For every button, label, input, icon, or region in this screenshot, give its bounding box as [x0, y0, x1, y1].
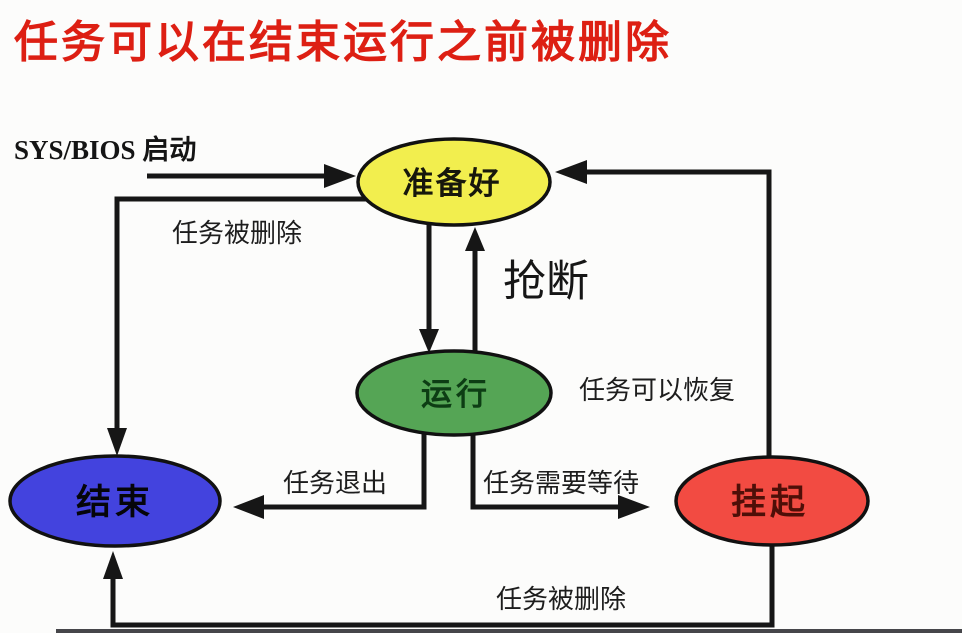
arrowhead-wait-right-icon	[618, 495, 650, 519]
bottom-edge-strip	[56, 629, 962, 633]
edge-delete-bottom-line	[110, 543, 775, 628]
arrowhead-dispatch-down-icon	[419, 329, 439, 353]
arrowhead-start-right-icon	[324, 164, 356, 188]
edge-delete-left-label: 任务被删除	[172, 219, 302, 248]
arrowhead-delete-bottom-up-icon	[103, 551, 123, 579]
state-running	[355, 349, 553, 437]
edge-wait-label: 任务需要等待	[483, 469, 639, 498]
state-terminated	[8, 454, 222, 548]
edge-exit-label: 任务退出	[283, 469, 387, 498]
edge-resume-line	[584, 169, 772, 459]
edge-exit-line	[261, 432, 427, 510]
state-suspended-label: 挂起	[731, 483, 809, 522]
edge-delete-bottom-label: 任务被删除	[496, 585, 626, 614]
arrowheads	[103, 160, 650, 579]
state-ready	[356, 137, 552, 227]
transition-lines	[110, 169, 775, 628]
arrowhead-preempt-up-icon	[465, 227, 485, 251]
start-transition-label: SYS/BIOS 启动	[14, 135, 196, 165]
state-suspended	[674, 455, 870, 547]
edge-preempt-label: 抢断	[503, 258, 589, 306]
state-nodes	[8, 137, 870, 548]
state-terminated-label: 结束	[76, 483, 154, 522]
arrowhead-resume-left-icon	[555, 160, 587, 184]
page-title: 任务可以在结束运行之前被删除	[14, 18, 672, 67]
edge-resume-label: 任务可以恢复	[579, 376, 735, 405]
state-ready-label: 准备好	[403, 166, 502, 201]
arrowhead-delete-left-down-icon	[107, 428, 127, 456]
edge-delete-left-line	[114, 196, 392, 430]
state-running-label: 运行	[421, 377, 491, 412]
edge-wait-line	[470, 432, 621, 510]
arrowhead-exit-left-icon	[233, 495, 264, 519]
